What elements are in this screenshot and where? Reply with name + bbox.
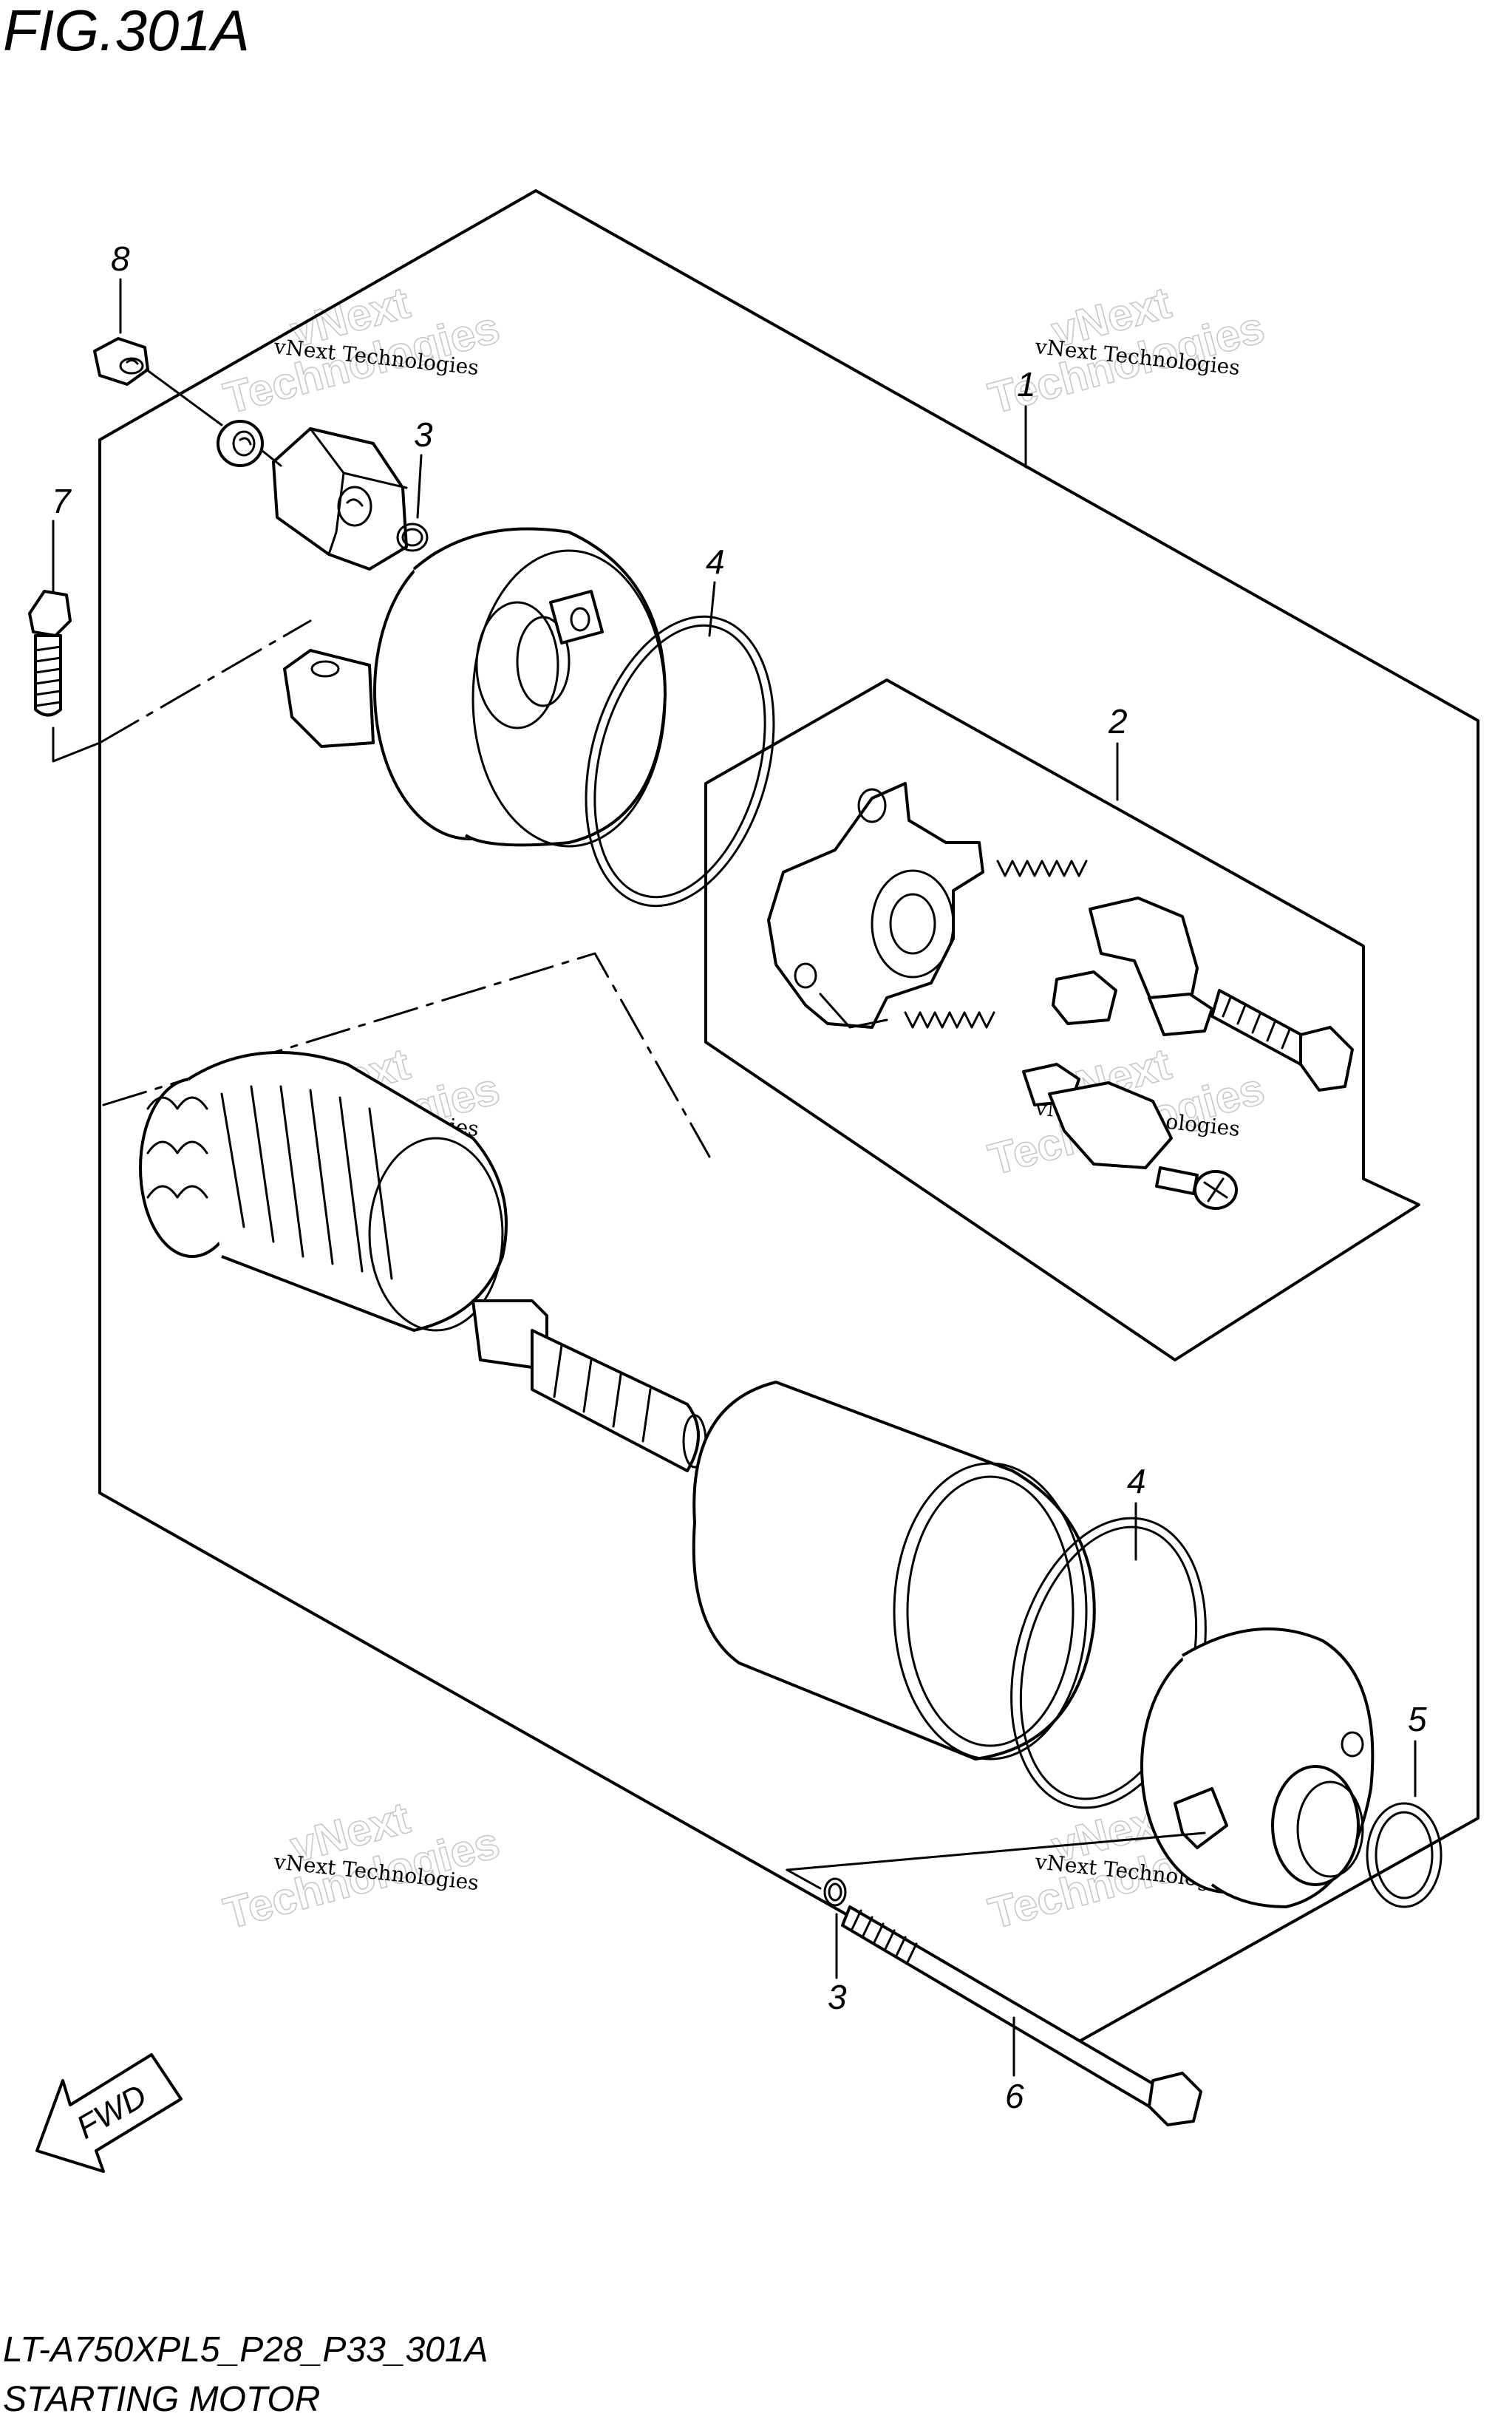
callout-6: 6 <box>1005 2016 1024 2115</box>
callout-4-top: 4 <box>706 542 725 637</box>
part-oring-5 <box>1366 1802 1443 1908</box>
part-hex-cover <box>272 427 408 571</box>
watermark-bottom-left: vNext Technologies vNext Technologies <box>218 1792 505 1939</box>
model-code: LT-A750XPL5_P28_P33_301A <box>3 2330 488 2370</box>
svg-text:3: 3 <box>828 1978 847 2016</box>
part-bolt <box>28 590 72 717</box>
svg-text:3: 3 <box>414 415 433 454</box>
part-brush-lower <box>1022 1063 1173 1169</box>
part-spring-lower <box>904 1011 995 1029</box>
section-name: STARTING MOTOR <box>3 2380 320 2419</box>
part-oring-top <box>585 615 775 908</box>
svg-text:4: 4 <box>1127 1462 1146 1500</box>
svg-text:1: 1 <box>1017 365 1036 404</box>
callout-2: 2 <box>1108 702 1128 801</box>
part-armature <box>139 1051 707 1472</box>
callout-3-bottom: 3 <box>828 1913 847 2016</box>
watermark-top-left: vNext Technologies vNext Technologies <box>218 277 505 424</box>
part-yoke <box>692 1381 1096 1761</box>
assembly-frame-outline <box>98 189 1479 2045</box>
part-nut <box>93 337 149 386</box>
part-brush-holder <box>767 782 984 1029</box>
part-brush-upper <box>1052 897 1213 1036</box>
callout-4-bottom: 4 <box>1127 1462 1146 1561</box>
callout-7: 7 <box>52 482 72 520</box>
part-small-oring-top <box>396 523 429 552</box>
figure-title: FIG.301A <box>3 0 250 63</box>
callout-8: 8 <box>111 239 130 334</box>
part-screw-upper <box>1210 989 1354 1092</box>
callout-5: 5 <box>1408 1700 1427 1797</box>
part-rear-cover <box>283 527 667 848</box>
svg-text:4: 4 <box>706 542 725 581</box>
fwd-arrow-icon: FWD <box>35 2053 183 2173</box>
svg-text:8: 8 <box>111 239 130 278</box>
part-small-oring-bottom <box>823 1877 847 1907</box>
svg-text:6: 6 <box>1005 2077 1024 2115</box>
leader-dashdot-top <box>98 619 312 744</box>
svg-text:2: 2 <box>1108 702 1128 741</box>
brush-frame-outline <box>704 678 1420 1361</box>
part-front-bracket <box>1140 1627 1375 1908</box>
callout-3-top: 3 <box>414 415 433 519</box>
svg-text:7: 7 <box>52 482 72 520</box>
callout-1: 1 <box>1017 365 1036 469</box>
part-screw-lower <box>1155 1166 1238 1210</box>
part-spring-upper <box>996 860 1088 877</box>
part-through-bolt <box>841 1905 1202 2126</box>
part-washer <box>217 420 264 467</box>
svg-text:5: 5 <box>1408 1700 1427 1738</box>
